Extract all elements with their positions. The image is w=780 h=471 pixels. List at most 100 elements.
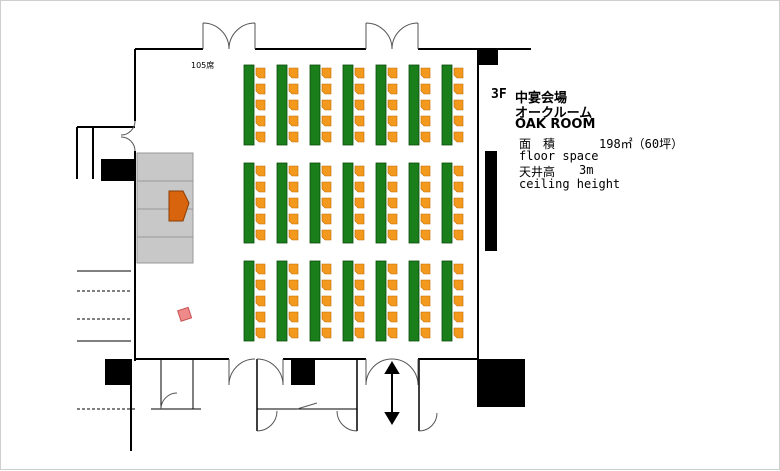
chair [321,115,332,127]
table [342,260,354,342]
chair [420,327,431,339]
chair [255,295,266,307]
chair [288,213,299,225]
chair [288,115,299,127]
table [243,162,255,244]
chair [321,131,332,143]
chair [420,213,431,225]
walls [76,48,531,451]
chair [288,83,299,95]
chair [321,295,332,307]
doors [120,22,438,432]
chair [354,197,365,209]
chair [255,279,266,291]
chair [321,67,332,79]
chair [288,263,299,275]
chair [255,99,266,111]
seat-count: 105席 [191,61,215,70]
chair [255,131,266,143]
chair [288,197,299,209]
ceiling-label-en: ceiling height [519,177,621,191]
chair [288,165,299,177]
door-corridor [256,410,358,432]
chair [288,99,299,111]
door-top-left [202,22,256,50]
table [375,260,387,342]
chair [354,181,365,193]
chair [387,131,398,143]
pillar-bottom-mid [291,359,315,385]
chair [288,229,299,241]
chair [420,295,431,307]
chair [420,115,431,127]
door-annex-2 [296,402,318,410]
chair [288,131,299,143]
table [441,162,453,244]
chair [420,165,431,177]
door-bottom-right [365,358,419,386]
chair [354,279,365,291]
marker-square [177,306,193,322]
chair [288,311,299,323]
door-top-right [365,22,419,50]
pillar-top-right [478,49,498,65]
chair [453,67,464,79]
chair [321,83,332,95]
table [276,64,288,146]
chair [453,181,464,193]
dimension-arrow [384,361,400,425]
chair [387,99,398,111]
pillars [101,49,525,407]
chair [354,115,365,127]
chair [255,165,266,177]
chair [354,295,365,307]
chair [453,131,464,143]
chair [387,67,398,79]
chair [387,83,398,95]
table [408,162,420,244]
chair [354,67,365,79]
door-left [120,120,136,152]
door-corridor-right [418,412,438,432]
chair [354,165,365,177]
chair [453,263,464,275]
area-label: 面 積 [519,137,556,151]
chair [420,181,431,193]
chair [387,197,398,209]
chair [255,263,266,275]
table [375,64,387,146]
table [309,64,321,146]
chair [387,311,398,323]
chair [420,197,431,209]
chair [321,197,332,209]
chair [453,311,464,323]
room-floor: 3F [491,87,507,102]
chair [288,181,299,193]
table [309,162,321,244]
door-annex-1 [160,392,178,410]
chair [321,311,332,323]
chair [387,279,398,291]
pillar-bottom-right [477,359,525,407]
ceiling-label: 天井高 [519,165,556,179]
seating-area [243,64,464,342]
chair [255,197,266,209]
chair [453,99,464,111]
chair [354,83,365,95]
chair [354,131,365,143]
chair [354,229,365,241]
pillar-bottom-left [105,359,131,385]
chair [255,229,266,241]
chair [321,263,332,275]
chair [354,327,365,339]
table [342,64,354,146]
chair [354,311,365,323]
chair [321,279,332,291]
chair [420,279,431,291]
chair [387,213,398,225]
chair [453,327,464,339]
table [276,162,288,244]
chair [453,229,464,241]
chair [387,181,398,193]
